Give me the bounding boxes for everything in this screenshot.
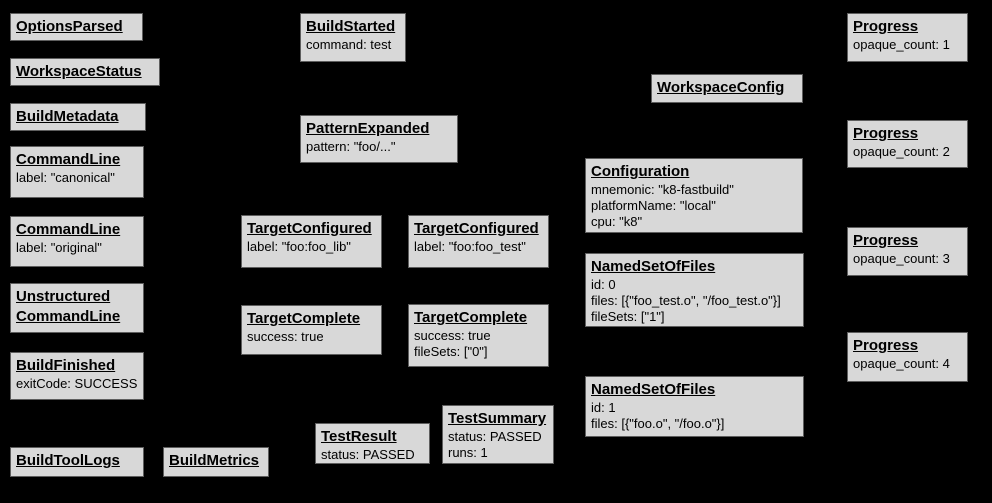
node-build-metrics: BuildMetrics — [163, 447, 269, 477]
node-title: NamedSetOfFiles — [591, 258, 716, 275]
node-field: files: [{"foo_test.o", "/foo_test.o"}] — [591, 293, 781, 308]
node-title: PatternExpanded — [306, 120, 430, 137]
node-field: files: [{"foo.o", "/foo.o"}] — [591, 416, 725, 431]
node-build-started: BuildStarted command: test — [300, 13, 406, 62]
node-field: label: "foo:foo_test" — [414, 239, 526, 254]
node-progress-2: Progress opaque_count: 2 — [847, 120, 968, 168]
node-title: OptionsParsed — [16, 18, 123, 35]
node-field: status: PASSED — [448, 429, 542, 444]
node-title: TargetConfigured — [414, 220, 539, 237]
node-field: fileSets: ["0"] — [414, 344, 488, 359]
node-title: Progress — [853, 337, 919, 354]
node-workspace-status: WorkspaceStatus — [10, 58, 160, 86]
node-title: Progress — [853, 125, 919, 142]
node-field: id: 0 — [591, 277, 616, 292]
node-field: opaque_count: 3 — [853, 251, 950, 266]
node-field: command: test — [306, 37, 392, 52]
node-options-parsed: OptionsParsed — [10, 13, 143, 41]
node-title: BuildStarted — [306, 18, 396, 35]
node-field: opaque_count: 2 — [853, 144, 950, 159]
node-named-set-of-files-1: NamedSetOfFiles id: 1 files: [{"foo.o", … — [585, 376, 804, 437]
node-field: runs: 1 — [448, 445, 488, 460]
node-title: WorkspaceConfig — [657, 79, 785, 96]
node-field: success: true — [414, 328, 491, 343]
node-field: exitCode: SUCCESS — [16, 376, 138, 391]
node-title: BuildMetadata — [16, 108, 119, 125]
node-field: id: 1 — [591, 400, 616, 415]
node-title: Progress — [853, 232, 919, 249]
node-field: cpu: "k8" — [591, 214, 643, 229]
node-build-tool-logs: BuildToolLogs — [10, 447, 144, 477]
node-named-set-of-files-0: NamedSetOfFiles id: 0 files: [{"foo_test… — [585, 253, 804, 327]
node-title: Configuration — [591, 163, 690, 180]
node-field: platformName: "local" — [591, 198, 716, 213]
node-build-finished: BuildFinished exitCode: SUCCESS — [10, 352, 144, 400]
node-field: label: "original" — [16, 240, 102, 255]
node-test-summary: TestSummary status: PASSED runs: 1 — [442, 405, 554, 464]
node-target-configured-foo-lib: TargetConfigured label: "foo:foo_lib" — [241, 215, 382, 268]
node-title: NamedSetOfFiles — [591, 381, 716, 398]
node-target-complete-foo-test: TargetComplete success: true fileSets: [… — [408, 304, 549, 367]
node-test-result: TestResult status: PASSED — [315, 423, 430, 464]
node-field: opaque_count: 1 — [853, 37, 950, 52]
node-title-line-2: CommandLine — [16, 308, 121, 325]
node-title: WorkspaceStatus — [16, 63, 142, 80]
node-title: Unstructured — [16, 288, 111, 305]
node-title: BuildToolLogs — [16, 452, 120, 469]
node-title: TargetComplete — [247, 310, 361, 327]
node-title: Progress — [853, 18, 919, 35]
node-progress-1: Progress opaque_count: 1 — [847, 13, 968, 62]
node-command-line-original: CommandLine label: "original" — [10, 216, 144, 267]
node-command-line-canonical: CommandLine label: "canonical" — [10, 146, 144, 198]
node-target-configured-foo-test: TargetConfigured label: "foo:foo_test" — [408, 215, 549, 268]
node-progress-3: Progress opaque_count: 3 — [847, 227, 968, 276]
node-title: CommandLine — [16, 221, 121, 238]
node-field: success: true — [247, 329, 324, 344]
node-title: BuildFinished — [16, 357, 116, 374]
node-title: CommandLine — [16, 151, 121, 168]
node-configuration: Configuration mnemonic: "k8-fastbuild" p… — [585, 158, 803, 233]
node-title: TestResult — [321, 428, 397, 445]
node-title: TestSummary — [448, 410, 547, 427]
node-field: opaque_count: 4 — [853, 356, 950, 371]
node-title: TargetConfigured — [247, 220, 372, 237]
node-title: TargetComplete — [414, 309, 528, 326]
node-pattern-expanded: PatternExpanded pattern: "foo/..." — [300, 115, 458, 163]
node-field: status: PASSED — [321, 447, 415, 462]
node-title: BuildMetrics — [169, 452, 260, 469]
node-field: label: "foo:foo_lib" — [247, 239, 351, 254]
node-build-metadata: BuildMetadata — [10, 103, 146, 131]
node-field: pattern: "foo/..." — [306, 139, 396, 154]
node-progress-4: Progress opaque_count: 4 — [847, 332, 968, 382]
node-workspace-config: WorkspaceConfig — [651, 74, 803, 103]
node-unstructured-command-line: Unstructured CommandLine — [10, 283, 144, 333]
node-field: mnemonic: "k8-fastbuild" — [591, 182, 734, 197]
node-field: fileSets: ["1"] — [591, 309, 665, 324]
node-target-complete-foo-lib: TargetComplete success: true — [241, 305, 382, 355]
node-field: label: "canonical" — [16, 170, 115, 185]
